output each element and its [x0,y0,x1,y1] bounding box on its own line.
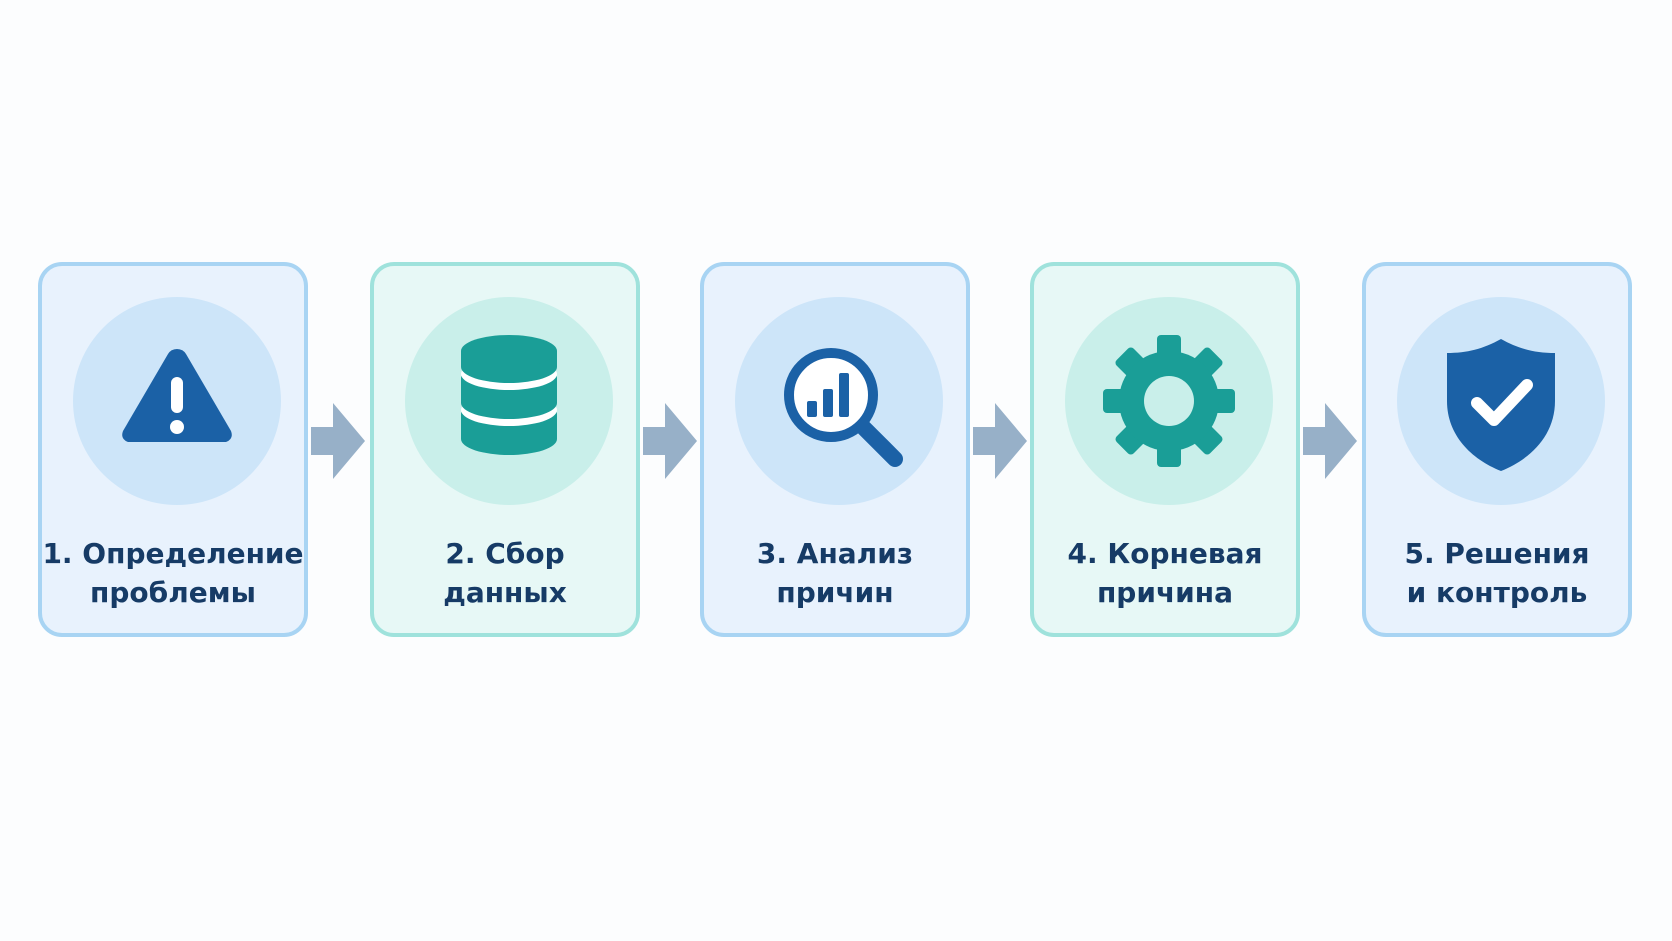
gear-icon [1103,335,1235,467]
step-3-title: 3. Анализ [756,537,914,570]
magnifier-chart-icon [784,348,903,467]
step-2-icon-circle [405,297,613,505]
database-icon [461,335,557,455]
step-2-card: 2. Сбор данных [370,262,640,637]
step-4-icon-circle [1065,297,1273,505]
step-3-subtitle: причин [776,576,894,609]
step-2-title: 2. Сбор [445,537,565,570]
step-3-label: 3. Анализ причин [704,534,966,612]
shield-check-icon [1447,339,1555,471]
step-4-card: 4. Корневая причина [1030,262,1300,637]
step-4-label: 4. Корневая причина [1034,534,1296,612]
step-3-card: 3. Анализ причин [700,262,970,637]
arrow-right-icon [311,403,365,479]
warning-icon [122,349,232,442]
step-5-icon-circle [1397,297,1605,505]
step-1-label: 1. Определение проблемы [42,534,304,612]
step-1-card: 1. Определение проблемы [38,262,308,637]
step-5-title: 5. Решения [1404,537,1590,570]
arrow-right-icon [1303,403,1357,479]
step-1-subtitle: проблемы [90,576,256,609]
step-1-icon-circle [73,297,281,505]
arrow-right-icon [643,403,697,479]
arrow-right-icon [973,403,1027,479]
step-2-label: 2. Сбор данных [374,534,636,612]
step-5-card: 5. Решения и контроль [1362,262,1632,637]
step-5-label: 5. Решения и контроль [1366,534,1628,612]
step-2-subtitle: данных [443,576,567,609]
step-1-title: 1. Определение [42,537,304,570]
step-3-icon-circle [735,297,943,505]
step-5-subtitle: и контроль [1406,576,1588,609]
step-4-title: 4. Корневая [1067,537,1263,570]
step-4-subtitle: причина [1096,576,1234,609]
